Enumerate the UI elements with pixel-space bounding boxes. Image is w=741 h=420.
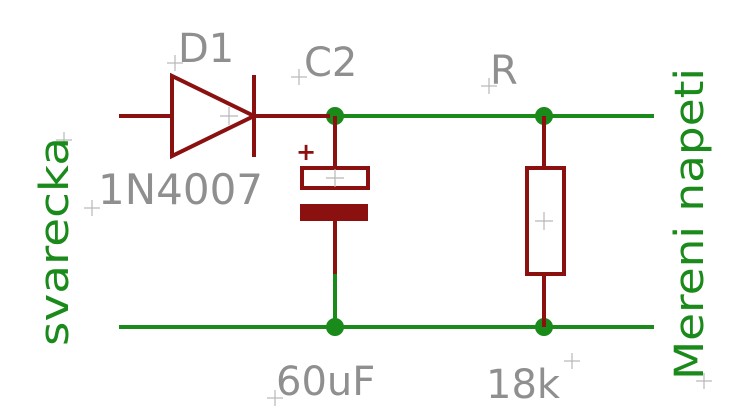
diode-name-label: D1 (178, 26, 234, 72)
origin-cross-icon (291, 69, 307, 85)
origin-cross-icon (564, 353, 580, 369)
origin-cross-icon (696, 373, 712, 389)
origin-cross-icon (535, 212, 553, 230)
resistor-symbol (525, 116, 566, 327)
capacitor-value-label: 60uF (276, 359, 375, 405)
output-net-label: Mereni napeti (667, 68, 713, 380)
resistor-value-label: 18k (486, 362, 561, 408)
origin-cross-icon (84, 200, 100, 216)
origin-cross-icon (56, 132, 72, 148)
origin-cross-icon (167, 55, 183, 71)
origin-cross-icon (267, 390, 283, 406)
origin-cross-icon (220, 107, 238, 125)
input-net-label: svarecka (32, 137, 78, 346)
capacitor-positive-plate (300, 166, 370, 190)
wires (119, 114, 654, 329)
diode-value-label: 1N4007 (98, 165, 263, 214)
origin-cross-icon (326, 169, 344, 187)
capacitor-negative-plate (300, 204, 368, 221)
diode-symbol (119, 72, 330, 160)
resistor-name-label: R (490, 48, 518, 94)
capacitor-symbol: + (296, 116, 370, 274)
diode-triangle (170, 72, 259, 160)
origin-cross-icon (481, 78, 497, 94)
junctions (326, 107, 553, 336)
capacitor-polarity-mark: + (296, 138, 316, 166)
origin-crosses (56, 55, 712, 406)
junction-dot (326, 318, 344, 336)
capacitor-name-label: C2 (304, 40, 357, 86)
